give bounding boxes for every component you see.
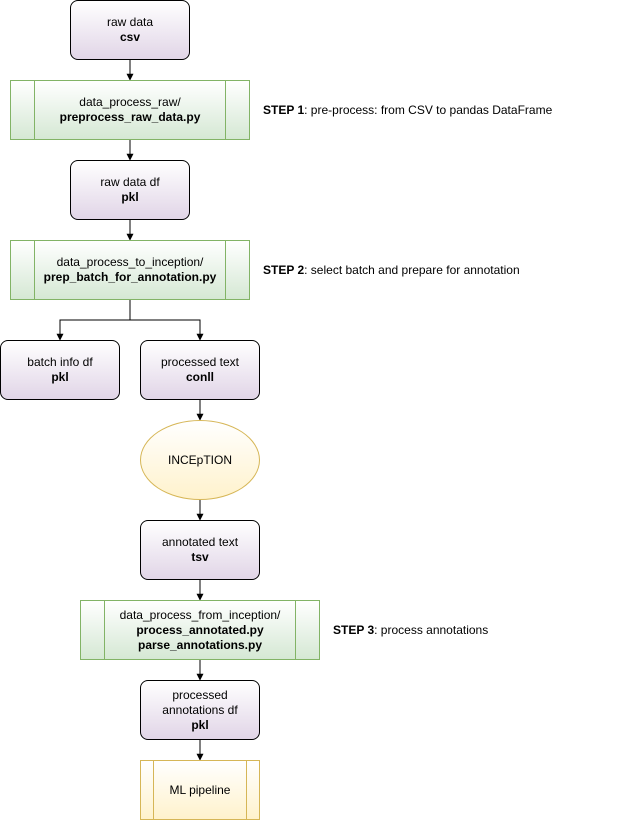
node-label: raw data [106,15,154,29]
step-tag: STEP 1 [263,103,305,117]
node-label: data_process_to_inception/ [56,255,204,269]
node-format: conll [185,370,214,384]
node-label-1: processed [172,687,228,702]
process-to-inception-node[interactable]: data_process_to_inception/ prep_batch_fo… [10,240,250,300]
node-format: pkl [191,717,209,732]
inception-tool-node[interactable]: INCEpTION [140,420,260,500]
process-from-inception-node[interactable]: data_process_from_inception/ process_ann… [80,600,320,660]
node-script-2: parse_annotations.py [137,637,263,652]
raw-data-df-node[interactable]: raw data df pkl [70,160,190,220]
node-script: preprocess_raw_data.py [59,110,201,124]
process-left-bar [34,81,35,139]
node-label: processed text [160,355,240,369]
node-format: tsv [191,550,209,564]
step-2-note: STEP 2: select batch and prepare for ann… [263,263,520,277]
node-label: ML pipeline [169,782,231,797]
batch-info-df-node[interactable]: batch info df pkl [0,340,120,400]
processed-text-node[interactable]: processed text conll [140,340,260,400]
node-script: prep_batch_for_annotation.py [43,270,217,284]
process-left-bar [153,761,154,819]
process-left-bar [104,601,105,659]
node-label: data_process_raw/ [79,95,181,109]
processed-annotations-df-node[interactable]: processed annotations df pkl [140,680,260,740]
node-format: csv [119,30,141,44]
process-right-bar [295,601,296,659]
node-label-2: annotations df [162,702,238,717]
step-3-note: STEP 3: process annotations [333,623,488,637]
edge-prep-to-batch-info [56,300,131,341]
step-1-note: STEP 1: pre-process: from CSV to pandas … [263,103,552,117]
preprocess-raw-node[interactable]: data_process_raw/ preprocess_raw_data.py [10,80,250,140]
annotated-text-node[interactable]: annotated text tsv [140,520,260,580]
process-left-bar [34,241,35,299]
step-text: : process annotations [374,623,489,637]
node-label: INCEpTION [167,452,232,467]
node-format: pkl [121,190,139,204]
step-text: : select batch and prepare for annotatio… [304,263,520,277]
step-text: : pre-process: from CSV to pandas DataFr… [304,103,553,117]
ml-pipeline-node[interactable]: ML pipeline [140,760,260,820]
process-right-bar [225,81,226,139]
node-label: data_process_from_inception/ [119,607,281,622]
node-script-1: process_annotated.py [136,622,264,637]
raw-data-csv-node[interactable]: raw data csv [70,0,190,60]
node-label: batch info df [27,355,93,369]
process-right-bar [246,761,247,819]
edge-prep-to-processed-text [130,319,204,341]
node-label: annotated text [161,535,239,549]
node-format: pkl [51,370,69,384]
step-tag: STEP 2 [263,263,305,277]
node-label: raw data df [100,175,160,189]
process-right-bar [225,241,226,299]
step-tag: STEP 3 [333,623,375,637]
